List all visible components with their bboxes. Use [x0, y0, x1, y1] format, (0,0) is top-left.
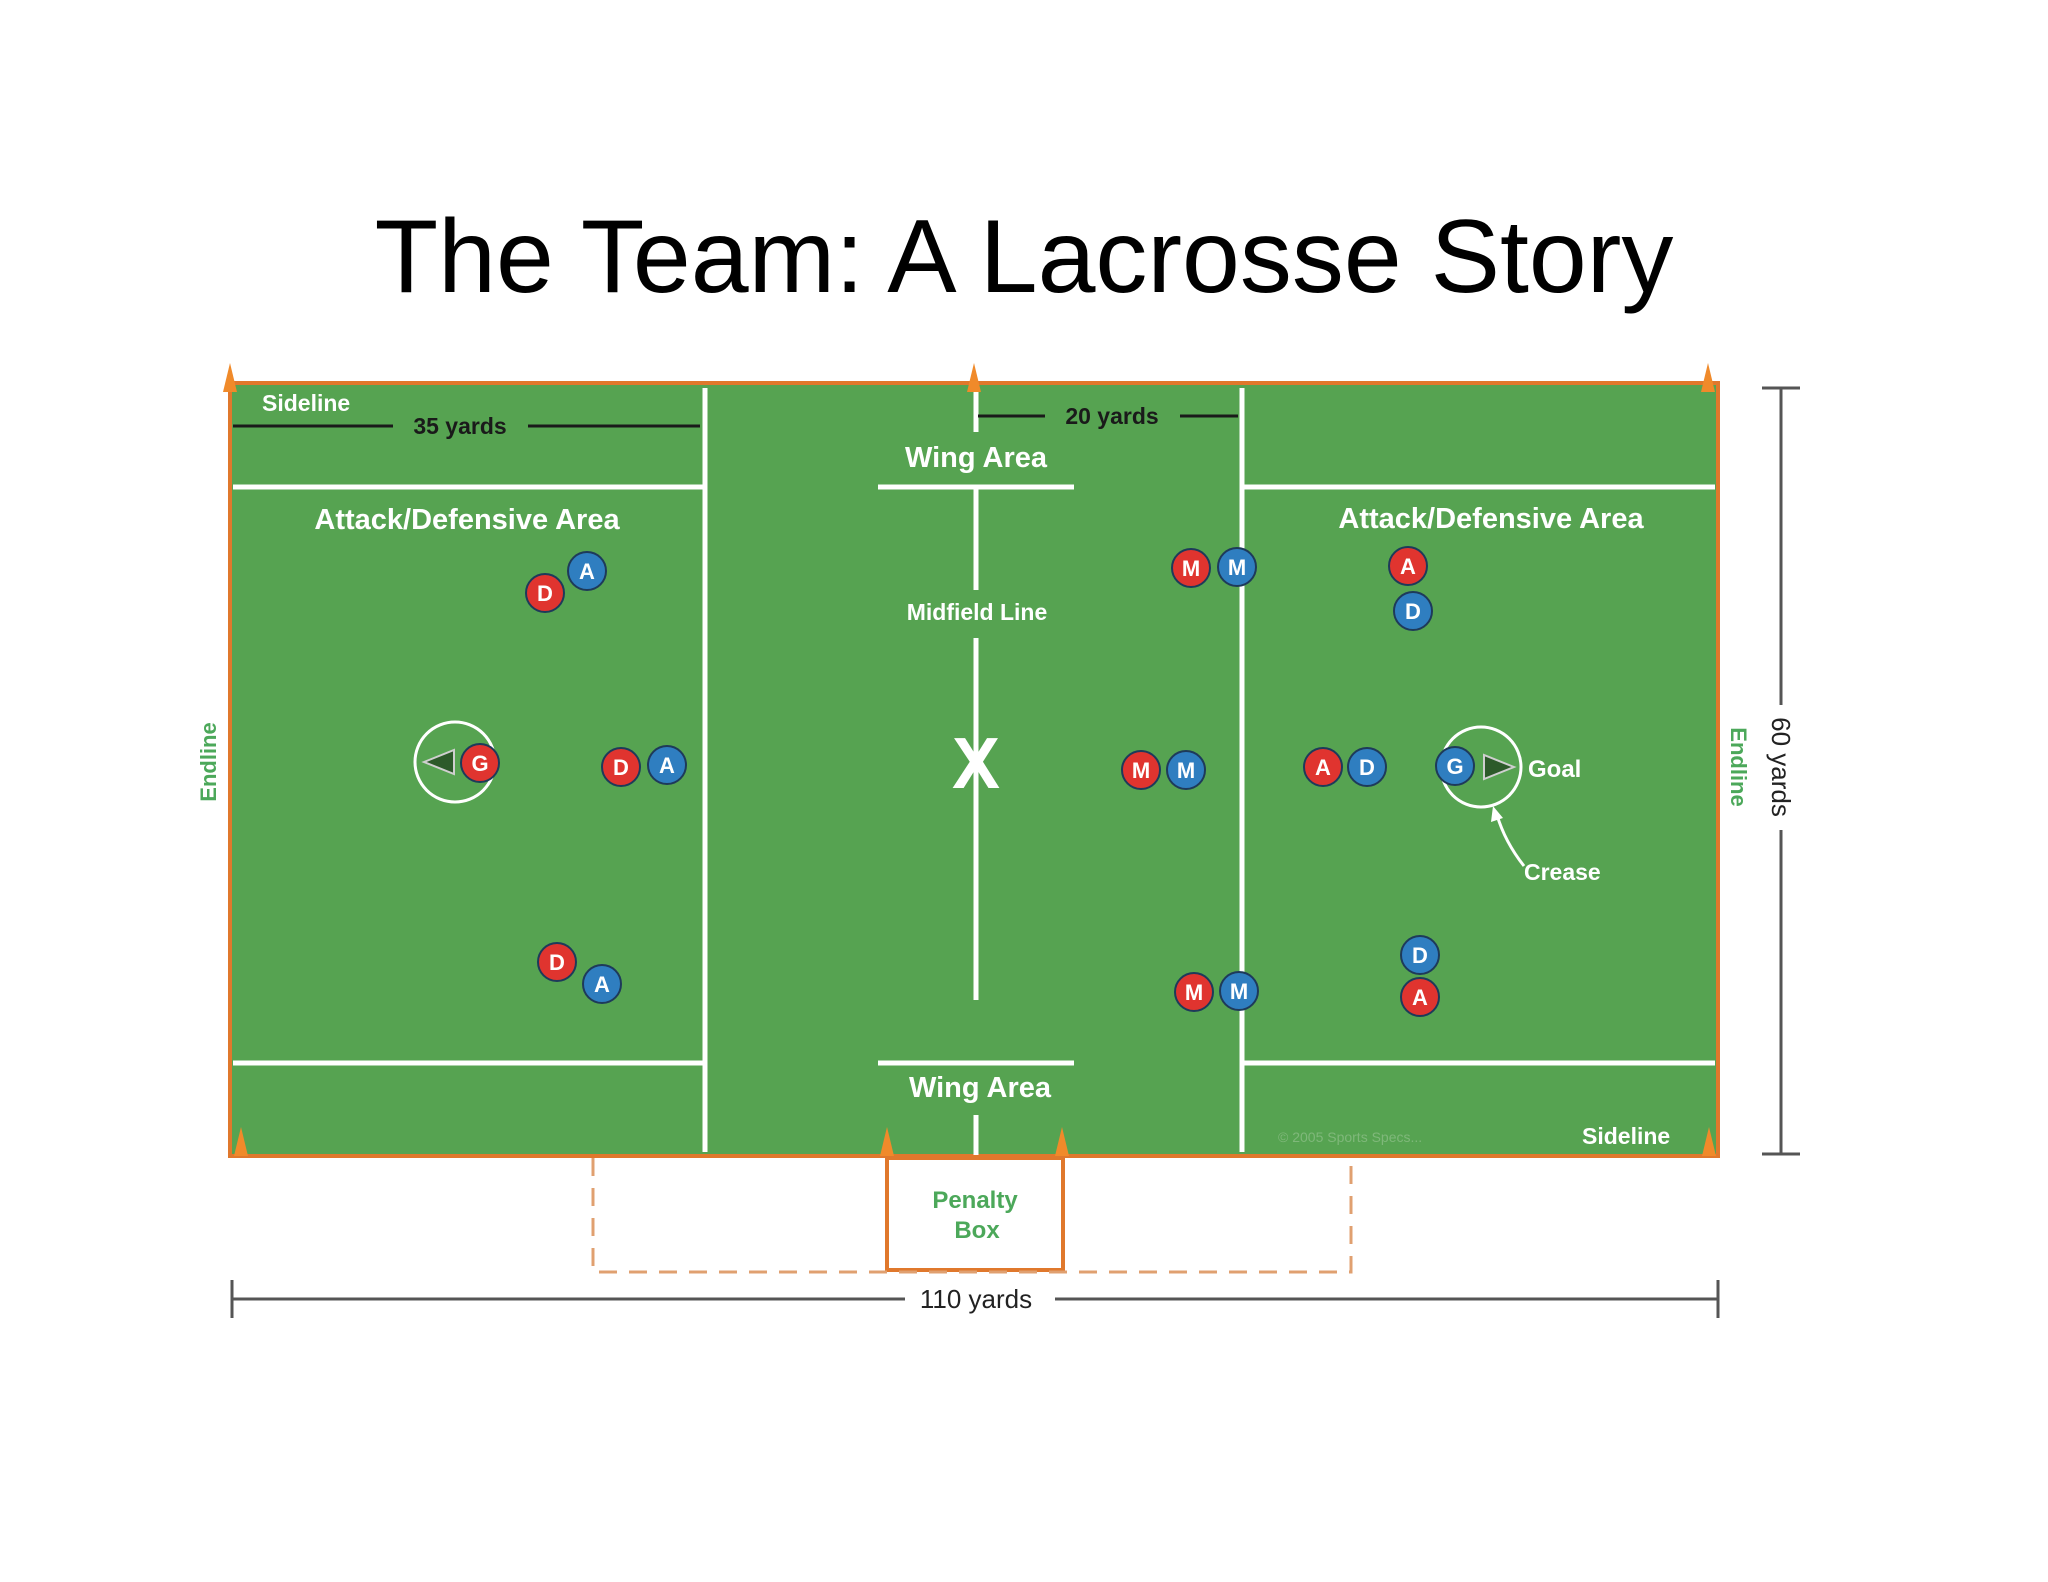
player-circle: [1393, 591, 1433, 631]
sideline-top-label: Sideline: [262, 390, 350, 416]
penalty-box: [885, 1156, 1065, 1272]
player-marker-red: A: [1303, 747, 1343, 787]
player-marker-blue: D: [1400, 935, 1440, 975]
goal-net-right-icon: [1483, 753, 1517, 781]
goal-label: Goal: [1528, 756, 1581, 783]
dim-110-bracket: [230, 1280, 1720, 1318]
sideline-bottom-label: Sideline: [1582, 1123, 1670, 1149]
dim-60-label: 60 yards: [1766, 717, 1796, 817]
player-circle: [1217, 547, 1257, 587]
player-marker-red: M: [1171, 548, 1211, 588]
player-marker-red: D: [601, 747, 641, 787]
player-circle: [601, 747, 641, 787]
player-circle: [1303, 747, 1343, 787]
dim-110-label: 110 yards: [920, 1284, 1032, 1314]
cone-icon: [1702, 1127, 1716, 1156]
player-circle: [1400, 977, 1440, 1017]
player-circle: [582, 964, 622, 1004]
player-circle: [1400, 935, 1440, 975]
player-marker-blue: A: [567, 551, 607, 591]
player-marker-blue: M: [1217, 547, 1257, 587]
dim-35-label: 35 yards: [413, 413, 506, 439]
dim-60-bracket: [1762, 386, 1800, 1156]
penalty-box-label-1: Penalty: [932, 1187, 1018, 1214]
player-marker-blue: A: [582, 964, 622, 1004]
wing-area-bottom-label: Wing Area: [909, 1072, 1052, 1104]
player-circle: [1388, 546, 1428, 586]
player-letter: M: [1177, 758, 1195, 783]
cone-icon: [967, 363, 981, 392]
penalty-area-dashed: [591, 1158, 1353, 1274]
player-letter: M: [1132, 758, 1150, 783]
player-circle: [525, 573, 565, 613]
player-letter: G: [471, 751, 488, 776]
player-letter: D: [537, 581, 553, 606]
player-circle: [1174, 972, 1214, 1012]
player-circle: [1166, 750, 1206, 790]
player-letter: A: [1412, 985, 1428, 1010]
player-marker-red: M: [1121, 750, 1161, 790]
player-letter: A: [1400, 554, 1416, 579]
player-letter: M: [1230, 979, 1248, 1004]
player-marker-red: D: [537, 942, 577, 982]
player-letter: D: [549, 950, 565, 975]
player-letter: M: [1182, 556, 1200, 581]
player-letter: D: [613, 755, 629, 780]
player-marker-red: G: [460, 743, 500, 783]
midfield-line-label: Midfield Line: [907, 599, 1048, 625]
cone-icon: [1701, 363, 1715, 392]
player-letter: M: [1185, 980, 1203, 1005]
cone-icon: [1055, 1127, 1069, 1156]
player-circle: [1121, 750, 1161, 790]
endline-left-label: Endline: [196, 722, 221, 801]
player-circle: [1171, 548, 1211, 588]
player-marker-blue: D: [1393, 591, 1433, 631]
goal-net-left-icon: [421, 748, 455, 776]
endline-right-label: Endline: [1726, 727, 1751, 806]
player-marker-blue: D: [1347, 747, 1387, 787]
player-circle: [567, 551, 607, 591]
penalty-box-label-2: Box: [954, 1217, 1000, 1244]
wing-area-top-label: Wing Area: [905, 442, 1048, 474]
player-marker-red: A: [1400, 977, 1440, 1017]
player-letter: G: [1446, 754, 1463, 779]
player-marker-blue: G: [1435, 746, 1475, 786]
area-left-label: Attack/Defensive Area: [314, 504, 620, 536]
player-letter: A: [1315, 755, 1331, 780]
cones: [223, 363, 1716, 1156]
crease-label: Crease: [1524, 859, 1601, 885]
copyright-label: © 2005 Sports Specs...: [1278, 1129, 1422, 1145]
player-letter: A: [594, 972, 610, 997]
dim-20-label: 20 yards: [1065, 403, 1158, 429]
cone-icon: [223, 363, 237, 392]
player-marker-blue: M: [1166, 750, 1206, 790]
player-marker-red: A: [1388, 546, 1428, 586]
slide-title: The Team: A Lacrosse Story: [374, 199, 1674, 315]
player-circle: [460, 743, 500, 783]
player-circle: [1435, 746, 1475, 786]
cone-icon: [234, 1127, 248, 1156]
player-marker-red: M: [1174, 972, 1214, 1012]
crease-pointer-arrow: [1491, 806, 1526, 867]
player-marker-blue: M: [1219, 971, 1259, 1011]
player-circle: [647, 745, 687, 785]
player-letter: D: [1405, 599, 1421, 624]
field-lines: [233, 388, 1715, 1155]
player-circle: [1347, 747, 1387, 787]
player-letter: D: [1359, 755, 1375, 780]
area-right-label: Attack/Defensive Area: [1338, 503, 1644, 535]
player-marker-red: D: [525, 573, 565, 613]
cone-icon: [880, 1127, 894, 1156]
player-letter: D: [1412, 943, 1428, 968]
player-marker-blue: A: [647, 745, 687, 785]
player-circle: [1219, 971, 1259, 1011]
player-letter: A: [579, 559, 595, 584]
center-mark: X: [952, 724, 1000, 804]
player-circle: [537, 942, 577, 982]
player-letter: A: [659, 753, 675, 778]
player-letter: M: [1228, 555, 1246, 580]
